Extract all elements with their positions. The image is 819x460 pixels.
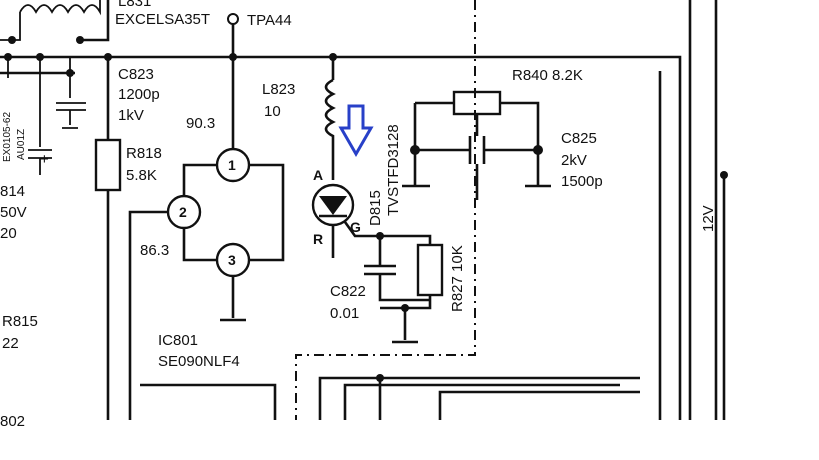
voltage-86-3: 86.3 — [140, 242, 169, 259]
plus-label: + — [40, 151, 49, 168]
ic801-pin2-label: 2 — [179, 204, 187, 220]
pin-g-label: G — [350, 219, 361, 235]
l823-coil-icon — [324, 78, 336, 180]
test-point-icon — [227, 13, 239, 25]
junction-dot — [401, 304, 409, 312]
c823-value: 1200p — [118, 86, 160, 103]
left-814-label: 814 — [0, 183, 25, 200]
junction-dot — [8, 36, 16, 44]
l831-coil-icon — [19, 0, 101, 16]
junction-dot — [229, 53, 237, 61]
l831-lead — [0, 12, 21, 41]
ic801-body — [182, 163, 285, 262]
l823-name: L823 — [262, 81, 295, 98]
tvs-part-label: TVSTFD3128 — [385, 124, 402, 216]
c825-value: 1500p — [561, 173, 603, 190]
junction-dot — [36, 53, 44, 61]
c825-voltage: 2kV — [561, 152, 587, 169]
ic801-ground — [220, 276, 246, 322]
r815-value: 22 — [2, 335, 19, 352]
pin-a-label: A — [313, 167, 323, 183]
ic801-pin1-label: 1 — [228, 157, 236, 173]
gate-wire — [343, 221, 432, 245]
r840-resistor-icon — [452, 90, 502, 116]
ic801-name: IC801 — [158, 332, 198, 349]
left-20-label: 20 — [0, 225, 17, 242]
supply-bus — [0, 55, 682, 420]
c822-name: C822 — [330, 283, 366, 300]
r818-resistor-icon — [94, 138, 122, 192]
l823-value: 10 — [264, 103, 281, 120]
shield-outline — [295, 0, 476, 420]
small-cap-icon — [56, 57, 86, 129]
voltage-90-3: 90.3 — [186, 115, 215, 132]
junction-dot — [410, 145, 420, 155]
r827-resistor-icon — [416, 243, 444, 297]
excel-label: EXCELSA35T — [115, 11, 210, 28]
bottom-wiring — [318, 376, 640, 420]
r840-label: R840 8.2K — [512, 67, 583, 84]
c825-ground — [525, 150, 551, 188]
r840-left-ground — [402, 103, 430, 188]
tpa44-label: TPA44 — [247, 12, 292, 29]
ic801-part: SE090NLF4 — [158, 353, 240, 370]
left-rotated-label-2: AU01Z — [16, 129, 27, 160]
d815-arrow-icon — [319, 196, 347, 215]
ic801-pin3-label: 3 — [228, 252, 236, 268]
left-rotated-label-1: EX0105-62 — [2, 112, 13, 162]
r815-name: R815 — [2, 313, 38, 330]
c822-value: 0.01 — [330, 305, 359, 322]
c823-voltage: 1kV — [118, 107, 144, 124]
r818-value: 5.8K — [126, 167, 157, 184]
junction-dot — [76, 36, 84, 44]
junction-dot — [4, 53, 12, 61]
c825-name: C825 — [561, 130, 597, 147]
c822-cap-icon — [364, 236, 430, 302]
l831-label: L831 — [118, 0, 151, 10]
left-cap-icon — [28, 149, 52, 175]
r840-wire — [415, 101, 540, 150]
c825-cap-icon — [468, 136, 486, 164]
bottom-left-box — [140, 383, 277, 420]
left-50v-label: 50V — [0, 204, 27, 221]
c822-ground — [380, 295, 432, 344]
r818-name: R818 — [126, 145, 162, 162]
c823-name: C823 — [118, 66, 154, 83]
pin-r-label: R — [313, 231, 323, 247]
rail-junction — [720, 171, 728, 179]
r827-label: R827 10K — [449, 245, 466, 312]
left-802-label: 802 — [0, 413, 25, 430]
ic801-gate-wire — [128, 210, 168, 420]
l831-right-lead — [80, 0, 110, 42]
junction-dot — [66, 69, 74, 77]
d815-label: D815 — [367, 190, 384, 226]
twelve-volt-label: 12V — [700, 205, 717, 232]
down-arrow-icon — [338, 104, 374, 158]
junction-dot — [533, 145, 543, 155]
